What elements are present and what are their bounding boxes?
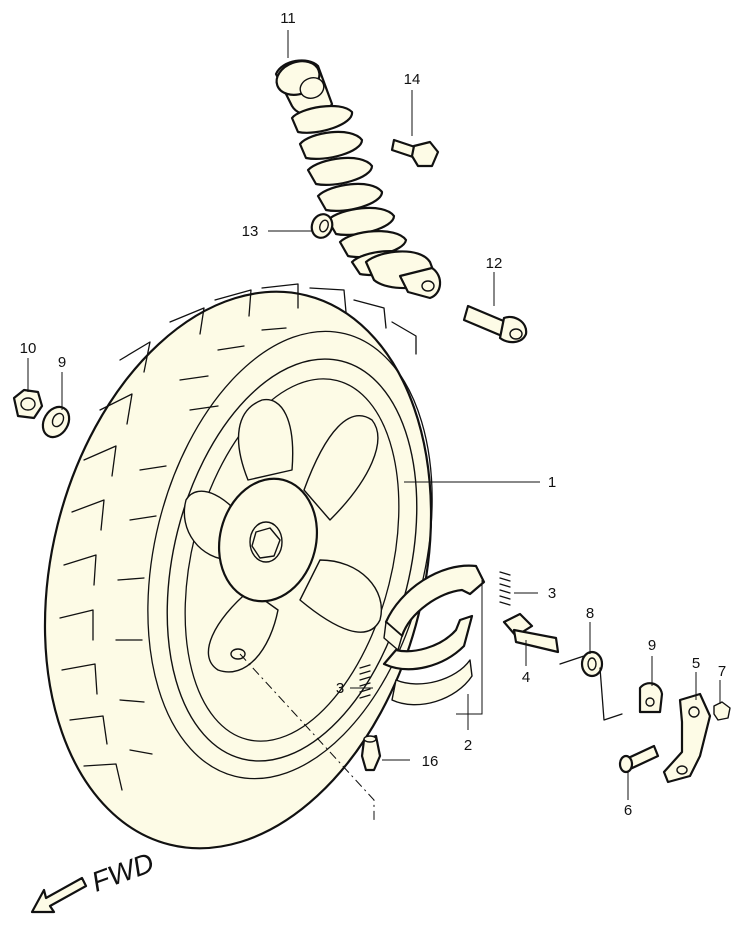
callout-5: 5 (692, 655, 700, 672)
callout-4: 4 (522, 669, 530, 686)
forward-direction-indicator: FWD (30, 847, 158, 914)
tire-tread-pattern (59, 283, 417, 791)
brake-spring-lower (359, 664, 371, 699)
brake-cam-4 (502, 612, 560, 654)
fwd-label: FWD (87, 847, 158, 898)
callout-15: 14 (404, 71, 421, 88)
callout-9: 9 (648, 637, 656, 654)
bolt-13 (462, 304, 528, 344)
brake-shoes (382, 564, 486, 706)
brake-arm-5 (662, 692, 712, 784)
nut-11 (12, 388, 44, 420)
callout-16: 16 (422, 753, 439, 770)
callout-3-upper: 3 (548, 585, 556, 602)
leader-lines (27, 30, 721, 820)
callout-12: 11 (280, 10, 296, 27)
tire-valve-16 (360, 734, 382, 772)
callout-14: 13 (242, 223, 259, 240)
shock-spring (290, 104, 420, 277)
bolt-6 (618, 744, 660, 774)
callout-labels: 11 14 13 12 10 9 1 3 3 4 8 9 5 7 6 16 2 (20, 10, 727, 819)
brake-spring-upper (499, 571, 511, 606)
callout-6: 6 (624, 802, 632, 819)
return-spring-8 (559, 650, 623, 721)
callout-1: 1 (548, 474, 556, 491)
rear-wheel-tire (43, 283, 433, 850)
callout-8: 8 (586, 605, 594, 622)
callout-11: 10 (20, 340, 37, 357)
bolt-15 (390, 138, 440, 168)
callout-3-lower: 3 (336, 680, 344, 697)
washer-10 (41, 405, 71, 439)
callout-13: 12 (486, 255, 503, 272)
wear-indicator-9 (638, 682, 664, 714)
washer-14 (310, 213, 334, 239)
forward-arrow-icon (30, 876, 88, 914)
shock-absorber (274, 59, 442, 300)
nut-7 (713, 701, 731, 721)
callout-10: 9 (58, 354, 66, 371)
callout-7: 7 (718, 663, 726, 680)
callout-2: 2 (464, 737, 472, 754)
